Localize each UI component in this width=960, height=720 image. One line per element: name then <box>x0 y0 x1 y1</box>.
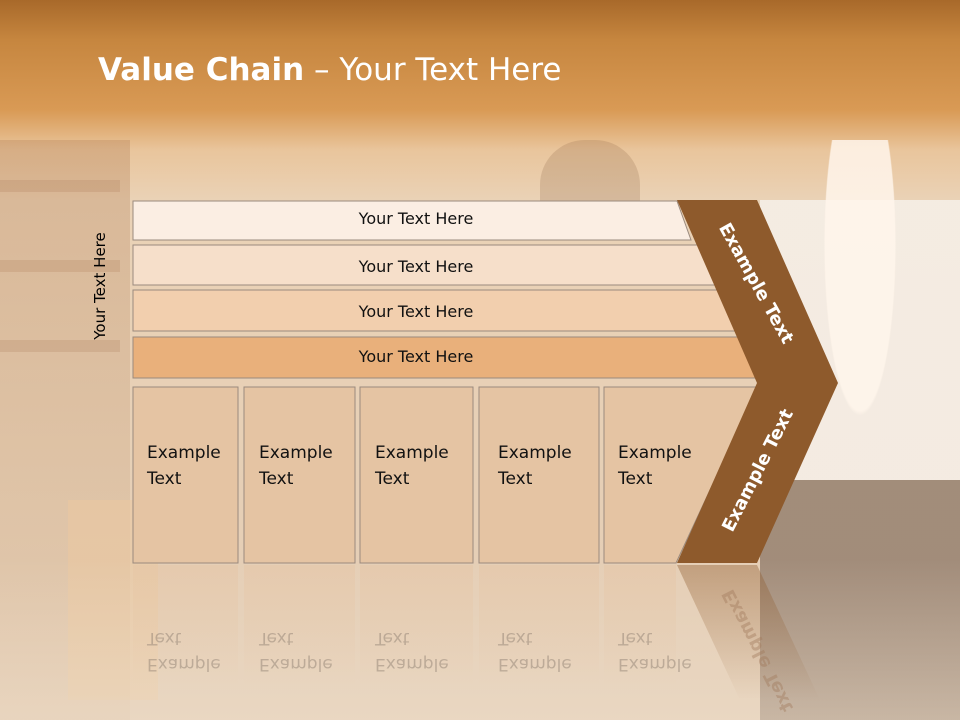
background-person-back <box>540 140 640 210</box>
cell-5-reflection-line1: Example <box>618 654 692 674</box>
cell-2-reflection-line2: Text <box>259 628 294 648</box>
cell-2-line1: Example <box>259 443 333 463</box>
cell-1-reflection: Example Text <box>147 625 221 677</box>
cell-2-reflection-line1: Example <box>259 654 333 674</box>
title-bold: Value Chain <box>98 52 305 88</box>
cell-3-reflection-line1: Example <box>375 654 449 674</box>
bar-2-label: Your Text Here <box>358 257 474 276</box>
bar-4-label: Your Text Here <box>358 347 474 366</box>
background-shelf <box>0 260 120 272</box>
cells-reflection <box>133 565 820 700</box>
cell-4 <box>478 386 600 564</box>
cell-5 <box>603 386 759 564</box>
background-shelf <box>0 340 120 352</box>
cell-2-line2: Text <box>259 469 294 489</box>
cell-4-reflection-line1: Example <box>498 654 572 674</box>
chevron-arrow <box>677 200 838 563</box>
cell-1-line1: Example <box>147 443 221 463</box>
bar-1 <box>132 200 692 241</box>
cell-5-line1: Example <box>618 443 692 463</box>
cell-3-reflection-line2: Text <box>375 628 410 648</box>
cell-1-reflection-line1: Example <box>147 654 221 674</box>
cell-3-reflection: Example Text <box>375 625 449 677</box>
title-rest: – Your Text Here <box>304 52 562 88</box>
cell-5-reflection: Example Text <box>618 625 692 677</box>
cell-1-reflection-line2: Text <box>147 628 182 648</box>
cell-2 <box>243 386 356 564</box>
cell-2-reflection: Example Text <box>259 625 333 677</box>
bar-3-label: Your Text Here <box>358 302 474 321</box>
cell-1 <box>132 386 239 564</box>
slide-title: Value Chain – Your Text Here <box>98 52 561 88</box>
cell-5-reflection-line2: Text <box>618 628 653 648</box>
bar-1-label: Your Text Here <box>358 209 474 228</box>
cell-4-reflection-line2: Text <box>498 628 533 648</box>
background-shelf <box>0 180 120 192</box>
cell-4-line2: Text <box>498 469 533 489</box>
cell-3-line2: Text <box>375 469 410 489</box>
cell-5-line2: Text <box>618 469 653 489</box>
cell-3-line1: Example <box>375 443 449 463</box>
cell-1-line2: Text <box>147 469 182 489</box>
cell-4-line1: Example <box>498 443 572 463</box>
cell-3 <box>359 386 474 564</box>
cell-4-reflection: Example Text <box>498 625 572 677</box>
